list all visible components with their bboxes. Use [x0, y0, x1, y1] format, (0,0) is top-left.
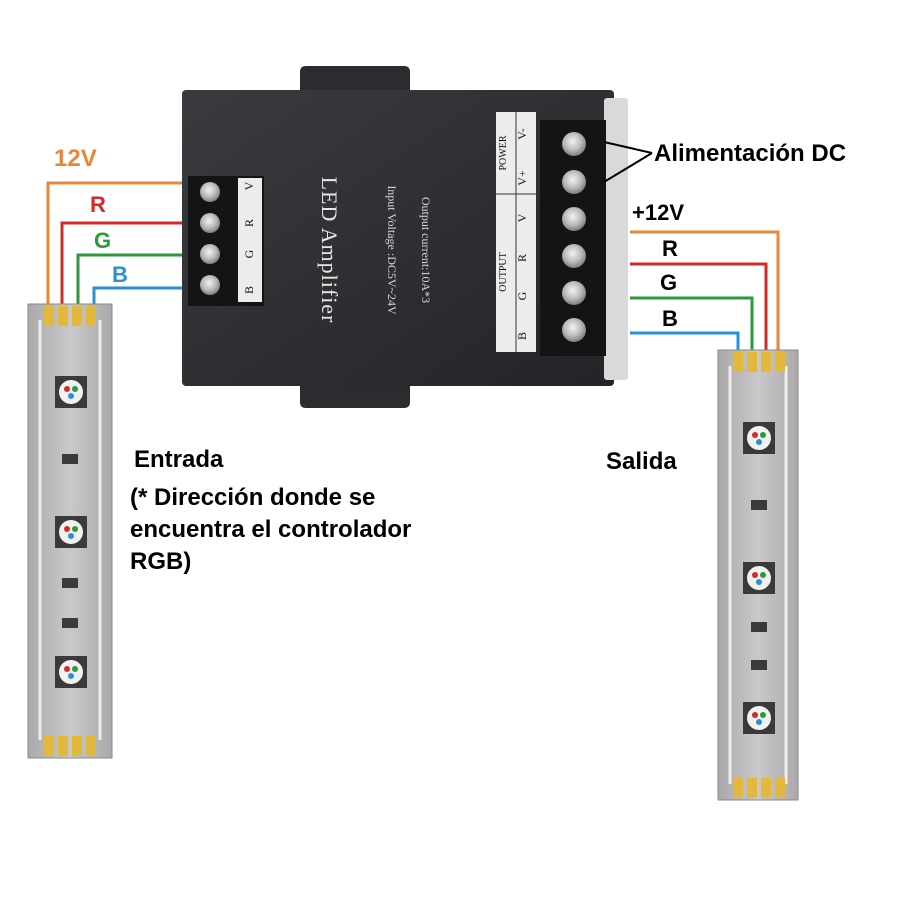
- output-group-label: OUTPUT: [498, 252, 509, 291]
- label-entrada: Entrada: [134, 446, 224, 473]
- input-screw-icon: [200, 213, 220, 233]
- strip-pads-top: [733, 352, 785, 372]
- resistor-icon: [62, 618, 78, 628]
- output-wires: [630, 230, 780, 352]
- strip-pads-top: [44, 306, 96, 326]
- input-label-strip: V R G B: [238, 178, 262, 302]
- solder-pad: [775, 778, 785, 798]
- rgb-led-icon: [55, 516, 87, 548]
- input-label-background: [238, 178, 262, 302]
- output-screw-icon: [562, 170, 586, 194]
- input-screw-icon: [200, 182, 220, 202]
- wire-12v-out: [630, 230, 780, 352]
- pointer-line: [603, 141, 653, 154]
- rgb-led-icon: [743, 702, 775, 734]
- solder-pad: [86, 306, 96, 326]
- output-screws: [562, 132, 586, 342]
- input-terminal-label: B: [242, 286, 256, 294]
- pointer-line: [603, 152, 653, 183]
- wire-r-in: [60, 221, 182, 305]
- resistor-icon: [62, 578, 78, 588]
- label-input-r: R: [90, 192, 106, 217]
- output-terminal-label: V: [515, 213, 529, 222]
- wire-12v-in: [46, 181, 182, 305]
- label-input-12v: 12V: [54, 145, 97, 172]
- label-output-b: B: [662, 306, 678, 331]
- solder-pad: [761, 352, 771, 372]
- device-output-current: Output current:10A*3: [419, 197, 433, 303]
- output-screw-icon: [562, 132, 586, 156]
- solder-pad: [747, 352, 757, 372]
- power-group-label: POWER: [498, 135, 509, 170]
- output-screw-icon: [562, 281, 586, 305]
- solder-pad: [733, 778, 743, 798]
- solder-pad: [86, 736, 96, 756]
- label-entrada-note: (* Dirección donde se encuentra el contr…: [130, 484, 412, 575]
- strip-pads-bottom: [733, 778, 785, 798]
- device-input-voltage: Input Voltage :DC5V~24V: [385, 185, 399, 315]
- wire-b-in: [92, 286, 182, 305]
- strip-pads-bottom: [44, 736, 96, 756]
- strip-trace: [38, 320, 102, 740]
- device-title: LED Amplifier: [317, 177, 342, 324]
- output-terminal-label: V+: [515, 170, 529, 186]
- body-edge-highlight: [604, 98, 628, 380]
- output-screw-icon: [562, 244, 586, 268]
- label-power: Alimentación DC: [654, 140, 847, 167]
- output-terminal-label: R: [515, 254, 529, 262]
- rgb-led-icon: [743, 562, 775, 594]
- mount-ear-top: [300, 66, 410, 92]
- solder-pad: [761, 778, 771, 798]
- output-terminal-label: G: [515, 291, 529, 300]
- label-salida: Salida: [606, 448, 677, 475]
- solder-pad: [44, 736, 54, 756]
- output-screw-icon: [562, 207, 586, 231]
- label-output-12v: +12V: [632, 200, 684, 225]
- solder-pad: [44, 306, 54, 326]
- wire-r-out: [630, 262, 768, 352]
- solder-pad: [72, 306, 82, 326]
- solder-pad: [58, 306, 68, 326]
- input-terminal-label: G: [242, 249, 256, 258]
- led-strip-output: [717, 349, 799, 801]
- led-strip-input: [27, 303, 113, 759]
- input-screw-icon: [200, 244, 220, 264]
- resistor-icon: [751, 500, 767, 510]
- rgb-led-icon: [743, 422, 775, 454]
- output-terminal-block: [540, 120, 606, 356]
- output-screw-icon: [562, 318, 586, 342]
- resistor-icon: [62, 454, 78, 464]
- label-input-b: B: [112, 262, 128, 287]
- led-amplifier: V R G B LED Amplifier Input Voltage :DC5…: [182, 66, 628, 408]
- input-wires: [46, 181, 182, 305]
- label-output-r: R: [662, 236, 678, 261]
- label-output-g: G: [660, 270, 678, 295]
- power-pointer: [603, 141, 653, 183]
- wire-g-out: [630, 296, 754, 352]
- output-terminal-label: B: [515, 332, 529, 340]
- solder-pad: [58, 736, 68, 756]
- wire-b-out: [630, 331, 740, 352]
- resistor-icon: [751, 660, 767, 670]
- solder-pad: [747, 778, 757, 798]
- wire-g-in: [76, 253, 182, 305]
- mount-ear-bottom: [300, 384, 410, 408]
- solder-pad: [72, 736, 82, 756]
- strip-trace: [728, 366, 788, 784]
- input-terminal-label: V: [242, 181, 256, 190]
- solder-pad: [775, 352, 785, 372]
- input-screws: [200, 182, 220, 295]
- label-input-g: G: [94, 228, 112, 253]
- resistor-icon: [751, 622, 767, 632]
- rgb-led-icon: [55, 376, 87, 408]
- input-screw-icon: [200, 275, 220, 295]
- solder-pad: [733, 352, 743, 372]
- output-terminal-label: V-: [515, 128, 529, 140]
- rgb-led-icon: [55, 656, 87, 688]
- input-terminal-label: R: [242, 219, 256, 227]
